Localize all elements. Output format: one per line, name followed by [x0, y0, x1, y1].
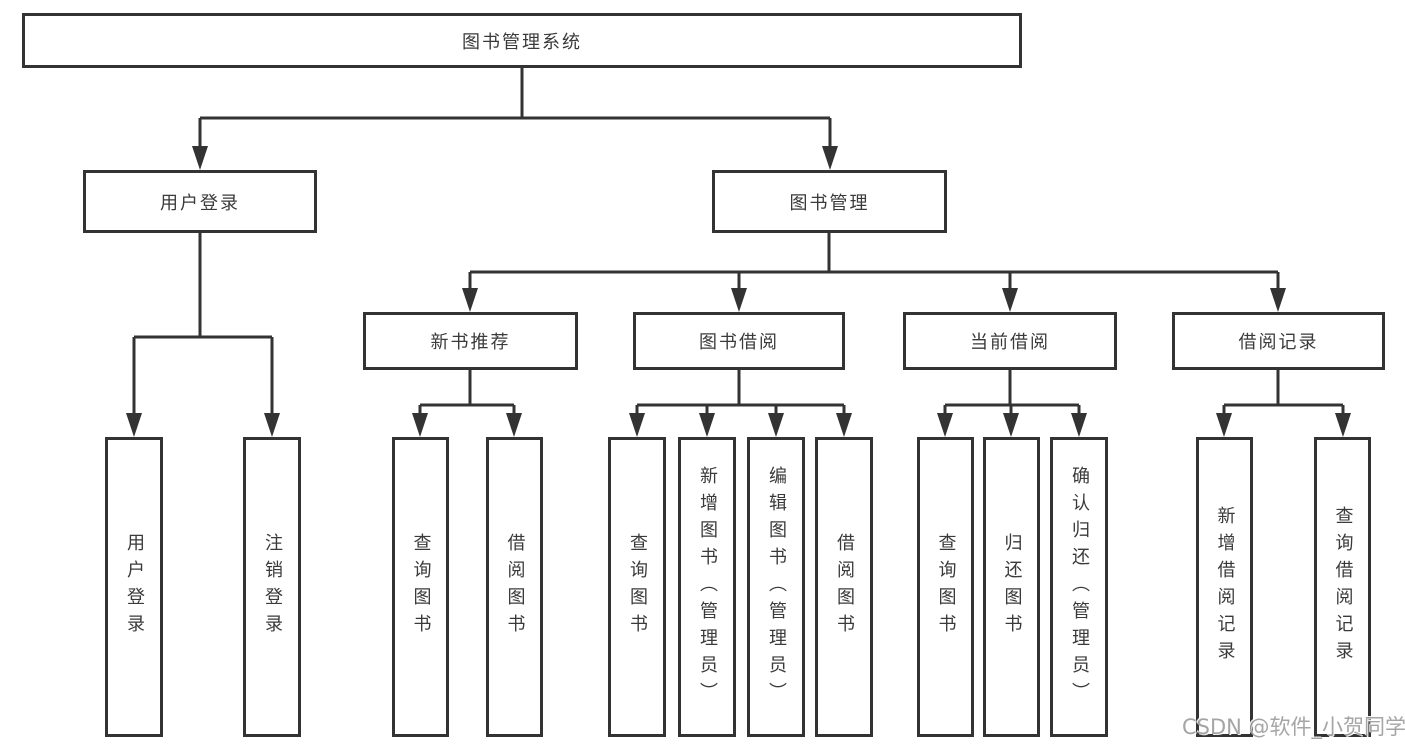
- leaf-add-borrow-record: 新增借阅记录: [1196, 437, 1253, 737]
- leaf-query-book-3: 查询图书: [917, 437, 974, 737]
- node-root: 图书管理系统: [22, 13, 1022, 68]
- leaf-add-book-admin: 新增图书（管理员）: [678, 437, 736, 737]
- leaf-logout-label: 注销登录: [262, 533, 283, 641]
- arrowhead: [1003, 413, 1019, 437]
- leaf-add-book-admin-label: 新增图书（管理员）: [697, 465, 718, 709]
- leaf-edit-book-admin-label: 编辑图书（管理员）: [766, 465, 787, 709]
- leaf-user-login-label: 用户登录: [124, 533, 145, 641]
- arrowhead: [836, 413, 852, 437]
- leaf-borrow-book-2: 借阅图书: [815, 437, 873, 737]
- node-current-borrowing-label: 当前借阅: [970, 332, 1050, 353]
- arrowhead: [731, 288, 747, 312]
- arrowhead: [264, 413, 280, 437]
- arrowhead: [1216, 413, 1232, 437]
- leaf-borrow-book-1-label: 借阅图书: [504, 533, 526, 641]
- leaf-query-borrow-record: 查询借阅记录: [1314, 437, 1371, 737]
- arrowhead: [629, 413, 645, 437]
- node-book-borrowing-label: 图书借阅: [699, 332, 779, 353]
- arrowhead: [192, 146, 208, 170]
- leaf-confirm-return-admin: 确认归还（管理员）: [1050, 437, 1108, 737]
- leaf-borrow-book-2-label: 借阅图书: [834, 533, 855, 641]
- node-book-management: 图书管理: [712, 170, 947, 233]
- node-user-login-label: 用户登录: [160, 192, 240, 214]
- node-borrowing-records-label: 借阅记录: [1238, 332, 1319, 353]
- leaf-query-book-2: 查询图书: [608, 437, 666, 737]
- arrowhead: [1270, 288, 1286, 312]
- leaf-borrow-book-1: 借阅图书: [486, 437, 543, 737]
- arrowhead: [412, 413, 428, 437]
- leaf-return-book: 归还图书: [983, 437, 1040, 737]
- leaf-return-book-label: 归还图书: [1001, 533, 1023, 641]
- node-user-login: 用户登录: [83, 170, 317, 233]
- arrowhead: [822, 146, 838, 170]
- leaf-logout: 注销登录: [243, 437, 301, 737]
- arrowhead: [462, 288, 478, 312]
- leaf-add-borrow-record-label: 新增借阅记录: [1214, 506, 1236, 668]
- arrowhead: [1335, 413, 1351, 437]
- arrowhead: [937, 413, 953, 437]
- leaf-query-book-1: 查询图书: [392, 437, 449, 737]
- node-borrowing-records: 借阅记录: [1172, 312, 1385, 370]
- node-new-book-recommend-label: 新书推荐: [430, 332, 511, 353]
- arrowhead: [768, 413, 784, 437]
- leaf-user-login: 用户登录: [105, 437, 163, 737]
- node-root-label: 图书管理系统: [462, 31, 582, 53]
- leaf-query-borrow-record-label: 查询借阅记录: [1332, 506, 1354, 668]
- node-new-book-recommend: 新书推荐: [363, 312, 578, 370]
- leaf-query-book-1-label: 查询图书: [410, 533, 432, 641]
- arrowhead: [1002, 288, 1018, 312]
- leaf-query-book-3-label: 查询图书: [935, 533, 957, 641]
- arrowhead: [506, 413, 522, 437]
- arrowhead: [126, 413, 142, 437]
- node-book-borrowing: 图书借阅: [633, 312, 845, 370]
- node-current-borrowing: 当前借阅: [903, 312, 1117, 370]
- arrowhead: [1071, 413, 1087, 437]
- leaf-query-book-2-label: 查询图书: [627, 533, 648, 641]
- watermark: CSDN @软件_小贺同学: [1182, 715, 1405, 739]
- leaf-confirm-return-admin-label: 确认归还（管理员）: [1069, 465, 1090, 709]
- node-book-management-label: 图书管理: [789, 192, 870, 214]
- arrowhead: [699, 413, 715, 437]
- leaf-edit-book-admin: 编辑图书（管理员）: [747, 437, 805, 737]
